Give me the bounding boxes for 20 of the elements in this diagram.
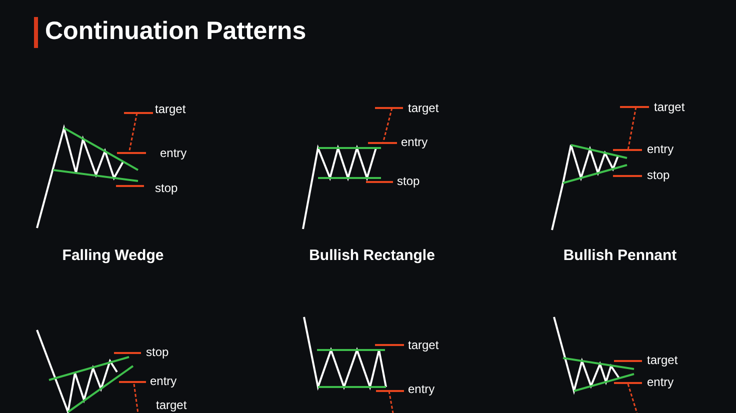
level-label: stop [155,181,178,195]
level-label: stop [397,174,420,188]
level-label: target [156,398,187,412]
level-label: target [654,100,685,114]
level-label: entry [160,146,187,160]
level-label: entry [647,375,674,389]
level-label: target [155,102,186,116]
level-label: stop [146,345,169,359]
level-label: stop [647,168,670,182]
pattern-caption: Bullish Pennant [563,247,677,265]
pattern-caption: Bullish Rectangle [309,247,435,265]
title-heading: Continuation Patterns [45,16,306,46]
level-label: target [408,101,439,115]
level-label: target [408,338,439,352]
level-label: entry [150,374,177,388]
level-label: target [647,353,678,367]
level-label: entry [647,142,674,156]
pattern-caption: Falling Wedge [62,247,164,265]
level-label: entry [408,382,435,396]
level-label: entry [401,135,428,149]
